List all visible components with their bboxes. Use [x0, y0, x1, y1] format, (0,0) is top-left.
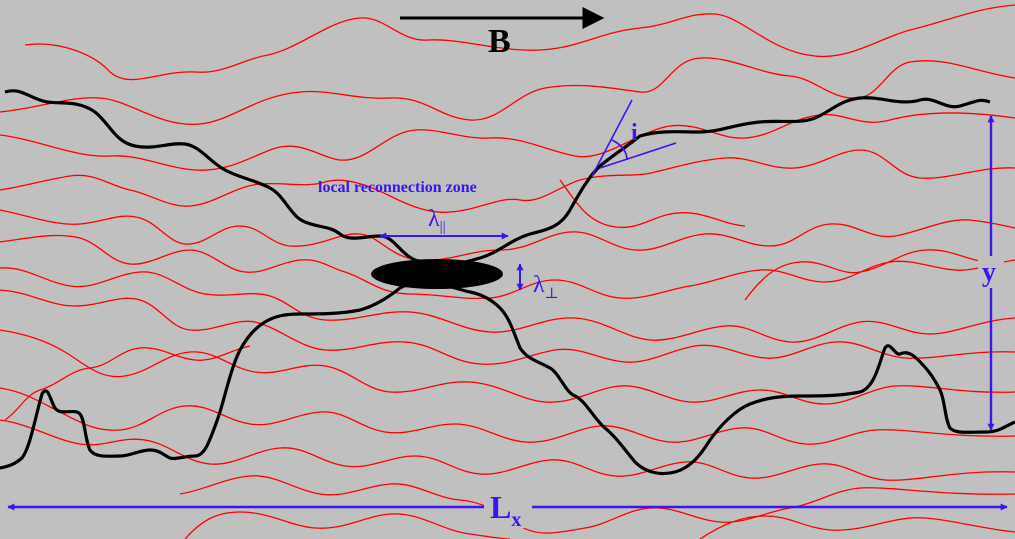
field-line [699, 515, 1015, 539]
field-line [744, 249, 991, 301]
field-line [0, 387, 1015, 445]
lambda-parallel-symbol: λ [428, 206, 440, 232]
field-line [4, 345, 251, 421]
field-line [24, 4, 1015, 81]
reconnected-field-lines [0, 89, 1015, 476]
reconnected-line-lower [0, 279, 1015, 476]
field-line [184, 511, 511, 539]
local-reconnection-zone-label: local reconnection zone [318, 179, 477, 196]
field-line [0, 267, 1015, 343]
reconnected-line-upper [4, 89, 991, 267]
y-extent-label: y [982, 257, 996, 288]
field-line [0, 149, 1015, 213]
angle-arc [611, 139, 628, 161]
field-line [559, 179, 746, 229]
angle-tangent-line [591, 99, 633, 177]
field-line [0, 57, 1015, 125]
b-field-label: B [488, 23, 511, 60]
field-lines [0, 4, 1015, 539]
lambda-perp-subscript: ⊥ [545, 286, 559, 302]
reconnection-zone [371, 259, 503, 289]
annotations: local reconnection zone λ|| λ⊥ i y Lx [7, 99, 1008, 531]
lambda-parallel-label: λ|| [428, 206, 446, 235]
lx-subscript: x [511, 509, 521, 531]
field-line [0, 329, 1015, 405]
field-line [0, 112, 1015, 171]
lambda-perp-label: λ⊥ [533, 272, 559, 302]
lambda-parallel-subscript: || [440, 219, 446, 235]
field-line [0, 289, 1015, 365]
angle-i-label: i [631, 120, 638, 146]
field-line [0, 234, 1015, 300]
lx-symbol: L [490, 489, 511, 525]
angle-reference-line [599, 142, 677, 169]
y-label-background [978, 256, 1004, 288]
lambda-perp-symbol: λ [533, 272, 545, 298]
lx-length-label: Lx [490, 489, 521, 531]
field-line [179, 475, 1015, 534]
field-line [0, 419, 1015, 481]
lx-label-background [484, 488, 532, 528]
